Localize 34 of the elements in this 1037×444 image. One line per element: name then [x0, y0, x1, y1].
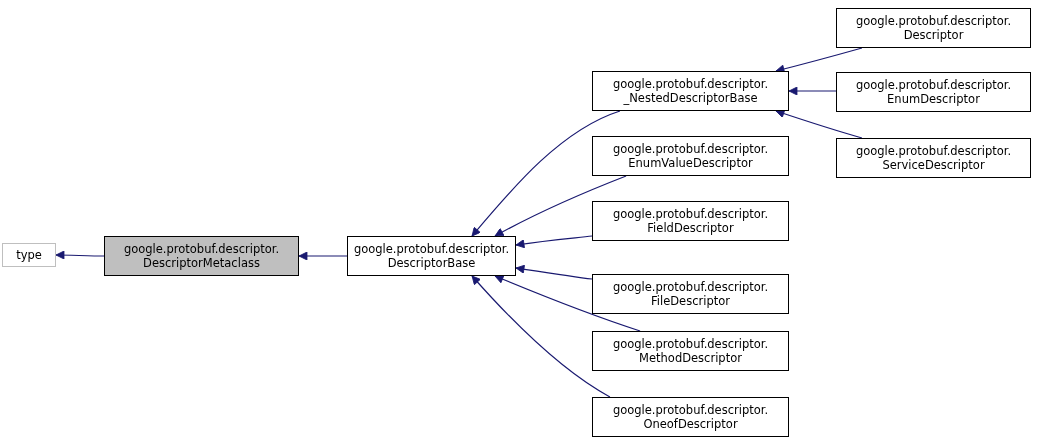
class-box [592, 201, 789, 241]
class-name: google.protobuf.descriptor. FieldDescriptor [611, 207, 770, 235]
inheritance-arrow [55, 250, 105, 260]
class-name: google.protobuf.descriptor. MethodDescriptor [611, 337, 770, 365]
class-name: google.protobuf.descriptor. Descriptor [854, 14, 1013, 42]
class-box [592, 397, 789, 437]
class-box [836, 138, 1031, 178]
inheritance-arrow [775, 109, 863, 139]
class-name: google.protobuf.descriptor. ServiceDescriptor [854, 144, 1013, 172]
inheritance-arrow [515, 264, 593, 280]
class-name: google.protobuf.descriptor. OneofDescriptor [611, 403, 770, 431]
inheritance-arrow [471, 275, 611, 398]
class-box [592, 331, 789, 371]
class-box [592, 274, 789, 314]
class-name: type [15, 248, 43, 262]
inheritance-arrow [298, 251, 348, 261]
class-name: google.protobuf.descriptor. EnumDescriptor [854, 78, 1013, 106]
selected-class-box [104, 236, 299, 276]
class-box [836, 72, 1031, 112]
class-name: google.protobuf.descriptor. _NestedDescriptorBase [611, 77, 770, 105]
inheritance-arrow [494, 274, 641, 332]
inheritance-arrow [788, 86, 837, 96]
class-box [347, 236, 516, 276]
class-box [592, 136, 789, 176]
class-name: google.protobuf.descriptor. DescriptorBase [352, 242, 511, 270]
class-box [2, 243, 56, 267]
class-name: google.protobuf.descriptor. EnumValueDescriptor [611, 142, 770, 170]
class-box [836, 8, 1031, 48]
inheritance-arrow [515, 235, 593, 249]
class-name: google.protobuf.descriptor. DescriptorMetaclass [122, 242, 281, 270]
class-name: google.protobuf.descriptor. FileDescriptor [611, 280, 770, 308]
inheritance-arrow [494, 175, 627, 237]
inheritance-arrow [471, 110, 621, 237]
class-box [592, 71, 789, 111]
